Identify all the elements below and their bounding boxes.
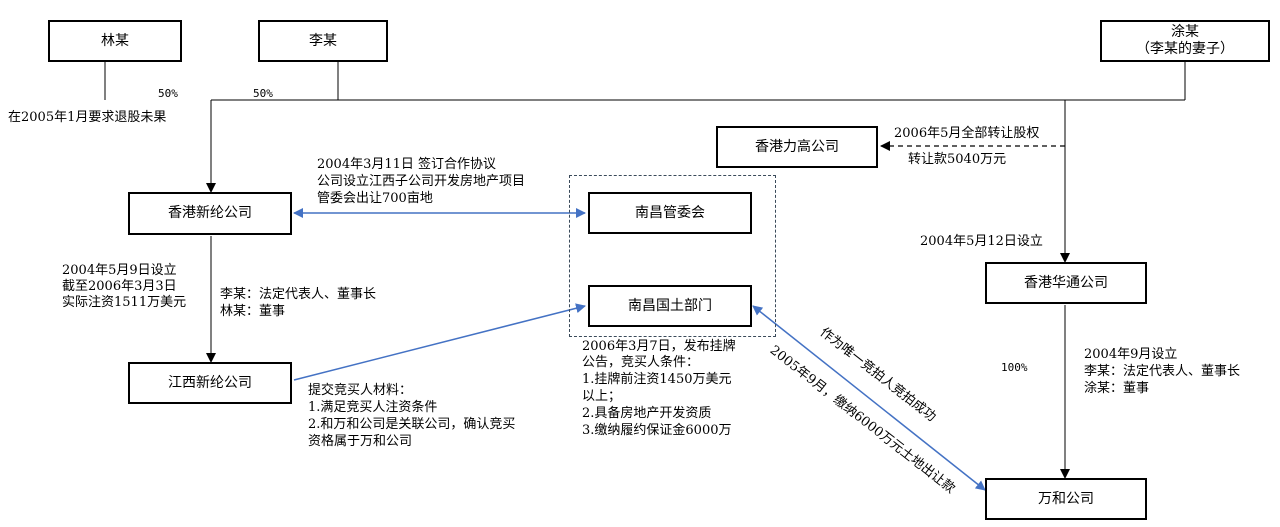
entity-hk-huatong: 香港华通公司 (985, 262, 1147, 304)
jx-est-note-1: 2004年5月9日设立 (62, 263, 177, 278)
jx-roles-note-2: 林某：董事 (220, 304, 286, 319)
announce-note-2: 公告，竞买人条件： (582, 355, 700, 370)
submit-note-2: 1.满足竞买人注资条件 (308, 400, 438, 415)
entity-li-label: 李某 (309, 32, 337, 49)
nanchang-govt-group (569, 175, 776, 337)
jx-roles-note-1: 李某：法定代表人、董事长 (220, 287, 377, 302)
entity-jx-xinlun: 江西新纶公司 (128, 362, 292, 404)
wanhe-est-note-1: 2004年9月设立 (1084, 347, 1178, 362)
entity-lin: 林某 (48, 20, 182, 62)
entity-hk-ligao: 香港力高公司 (716, 126, 878, 168)
agreement-note-2: 公司设立江西子公司开发房地产项目 (317, 174, 526, 189)
entity-wanhe: 万和公司 (985, 478, 1147, 520)
entity-hk-xinlun: 香港新纶公司 (128, 192, 292, 235)
huatong-wanhe-pct: 100% (1001, 361, 1028, 374)
huatong-est-note: 2004年5月12日设立 (920, 234, 1043, 249)
entity-wanhe-label: 万和公司 (1038, 490, 1094, 507)
entity-tu: 涂某 （李某的妻子） (1100, 20, 1270, 62)
entity-nc-guotu-label: 南昌国土部门 (628, 297, 712, 314)
submission-blue-arrow (293, 303, 586, 381)
lin-exit-note: 在2005年1月要求退股未果 (8, 110, 167, 125)
li-share-pct: 50% (253, 87, 273, 100)
agreement-note-1: 2004年3月11日 签订合作协议 (317, 157, 497, 172)
wanhe-est-note-3: 涂某：董事 (1084, 381, 1150, 396)
submit-note-1: 提交竞买人材料： (308, 383, 413, 398)
entity-hk-ligao-label: 香港力高公司 (755, 138, 839, 155)
entity-nc-guotu: 南昌国土部门 (588, 285, 752, 327)
entity-jx-xinlun-label: 江西新纶公司 (168, 374, 252, 391)
agreement-note-3: 管委会出让700亩地 (317, 191, 433, 206)
entity-lin-label: 林某 (101, 32, 129, 49)
submit-note-3: 2.和万和公司是关联公司，确认竞买 (308, 417, 516, 432)
entity-nc-guanwei: 南昌管委会 (588, 192, 752, 234)
auction-blue-arrow (752, 305, 986, 491)
announce-note-3: 1.挂牌前注资1450万美元 (582, 372, 732, 387)
announce-note-1: 2006年3月7日，发布挂牌 (582, 339, 736, 354)
transfer-note-2: 转让款5040万元 (908, 152, 1007, 167)
jx-est-note-3: 实际注资1511万美元 (62, 295, 187, 310)
entity-nc-guanwei-label: 南昌管委会 (635, 204, 705, 221)
transfer-note-1: 2006年5月全部转让股权 (894, 126, 1040, 141)
lin-share-pct: 50% (158, 87, 178, 100)
entity-hk-xinlun-label: 香港新纶公司 (168, 205, 252, 221)
entity-hk-huatong-label: 香港华通公司 (1024, 274, 1108, 291)
announce-note-4: 以上； (582, 389, 622, 404)
jx-est-note-2: 截至2006年3月3日 (62, 279, 177, 294)
entity-tu-name: 涂某 (1171, 24, 1199, 40)
announce-note-6: 3.缴纳履约保证金6000万 (582, 423, 732, 438)
announce-note-5: 2.具备房地产开发资质 (582, 406, 712, 421)
wanhe-est-note-2: 李某：法定代表人、董事长 (1084, 364, 1241, 379)
submit-note-4: 资格属于万和公司 (308, 434, 413, 449)
entity-tu-note: （李某的妻子） (1136, 41, 1234, 57)
entity-li: 李某 (258, 20, 388, 62)
